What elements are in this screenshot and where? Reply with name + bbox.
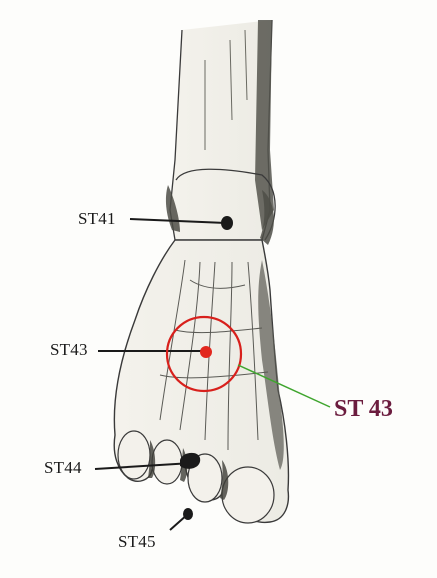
st41-label: ST41 — [78, 209, 116, 228]
metatarsal-lines — [159, 259, 269, 451]
shin-shadow — [255, 20, 274, 230]
st44-marker — [180, 452, 201, 469]
shin-line — [204, 29, 248, 150]
ankle-bone-shadow — [260, 190, 274, 245]
st41-marker — [221, 216, 233, 230]
st43-label: ST43 — [50, 340, 88, 359]
st43-highlight-label: ST 43 — [334, 396, 393, 422]
st43-highlight-ring — [165, 315, 243, 393]
st45-marker — [183, 508, 193, 520]
st44-label: ST44 — [44, 458, 82, 477]
st43-callout-line — [237, 364, 331, 408]
toe-outlines — [117, 430, 275, 524]
st45-label: ST45 — [118, 532, 156, 551]
st44-leader — [94, 462, 193, 470]
leader-lines — [94, 218, 227, 531]
st43-marker — [200, 346, 212, 358]
foot-side-shadow — [258, 260, 284, 470]
st41-leader — [129, 218, 227, 224]
